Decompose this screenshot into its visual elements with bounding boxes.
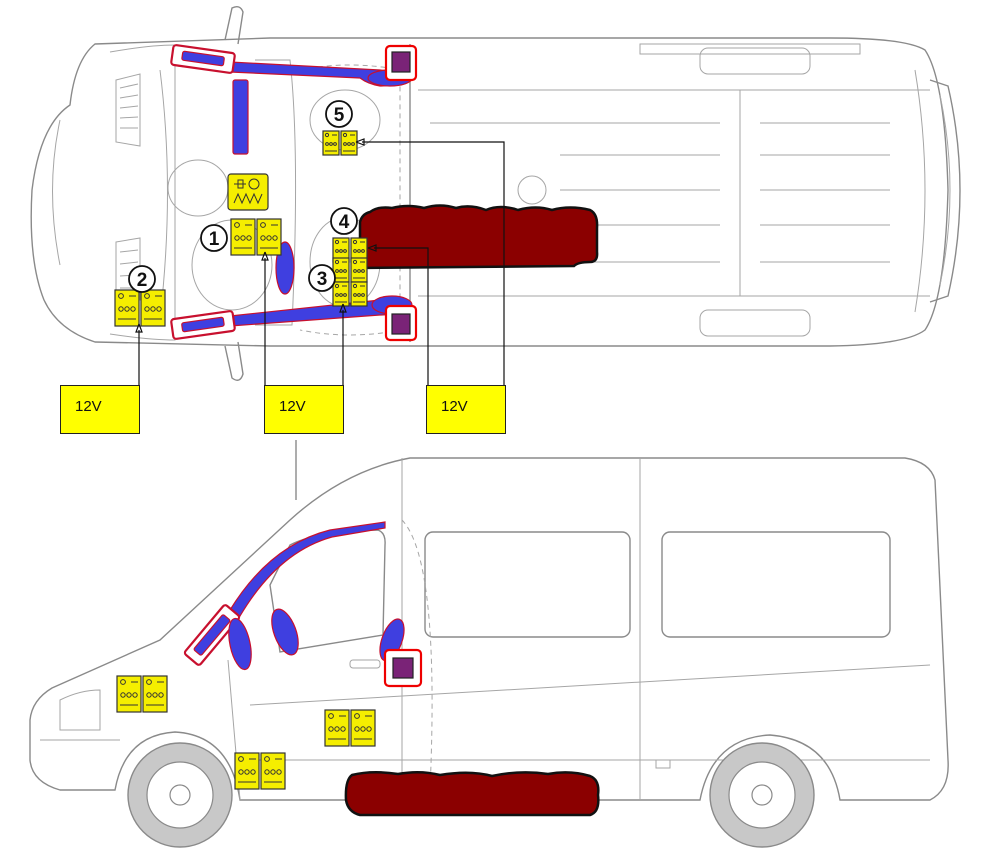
battery-3b-top	[333, 282, 367, 306]
side-airbag-front-b	[271, 608, 299, 656]
marker-3-label: 3	[317, 269, 328, 290]
fuel-tank-icon	[358, 204, 599, 270]
voltage-label-3-text: 12V	[441, 398, 468, 415]
mirror-top-left	[224, 5, 244, 45]
marker-5: 5	[325, 100, 353, 128]
side-curtain-airbag	[229, 521, 386, 617]
sensor-icon	[384, 44, 418, 82]
voltage-label-2-text: 12V	[279, 398, 306, 415]
side-sensor	[383, 648, 423, 688]
side-battery-middle	[325, 710, 375, 746]
top-view	[30, 5, 961, 433]
top-view-body-outline	[30, 37, 949, 347]
marker-4-label: 4	[339, 212, 350, 233]
heater-icon	[227, 173, 269, 211]
battery-3a-top	[333, 258, 367, 282]
side-window-middle	[424, 531, 631, 638]
side-windshield-airbag	[183, 604, 241, 666]
voltage-label-3: 12V	[426, 385, 506, 434]
side-fuel-tank	[344, 771, 600, 817]
floor-rails	[430, 122, 890, 263]
side-view-body-outline	[29, 457, 949, 801]
side-window-rear	[661, 531, 891, 638]
battery-icon	[231, 219, 281, 255]
rear-wheel	[709, 742, 815, 848]
side-airbag-front-right	[275, 241, 295, 295]
side-battery-lower	[235, 753, 285, 789]
marker-2-label: 2	[137, 270, 148, 291]
sensor-bottom	[384, 304, 418, 342]
front-grille	[115, 73, 141, 301]
marker-1: 1	[200, 224, 228, 252]
side-airbag-front-a	[228, 617, 252, 671]
mirror-top-right	[224, 341, 244, 381]
airbag-icon	[232, 79, 249, 155]
voltage-label-2: 12V	[264, 385, 344, 434]
marker-1-label: 1	[209, 229, 220, 250]
marker-2: 2	[128, 265, 156, 293]
marker-5-label: 5	[334, 105, 345, 126]
voltage-label-1: 12V	[60, 385, 140, 434]
marker-3: 3	[308, 264, 336, 292]
voltage-label-1-text: 12V	[75, 398, 102, 415]
front-wheel	[127, 742, 233, 848]
marker-4: 4	[330, 207, 358, 235]
curtain-airbag-bottom	[170, 298, 406, 340]
side-battery-front	[117, 676, 167, 712]
side-view	[29, 440, 949, 848]
battery-5-top	[323, 131, 357, 155]
